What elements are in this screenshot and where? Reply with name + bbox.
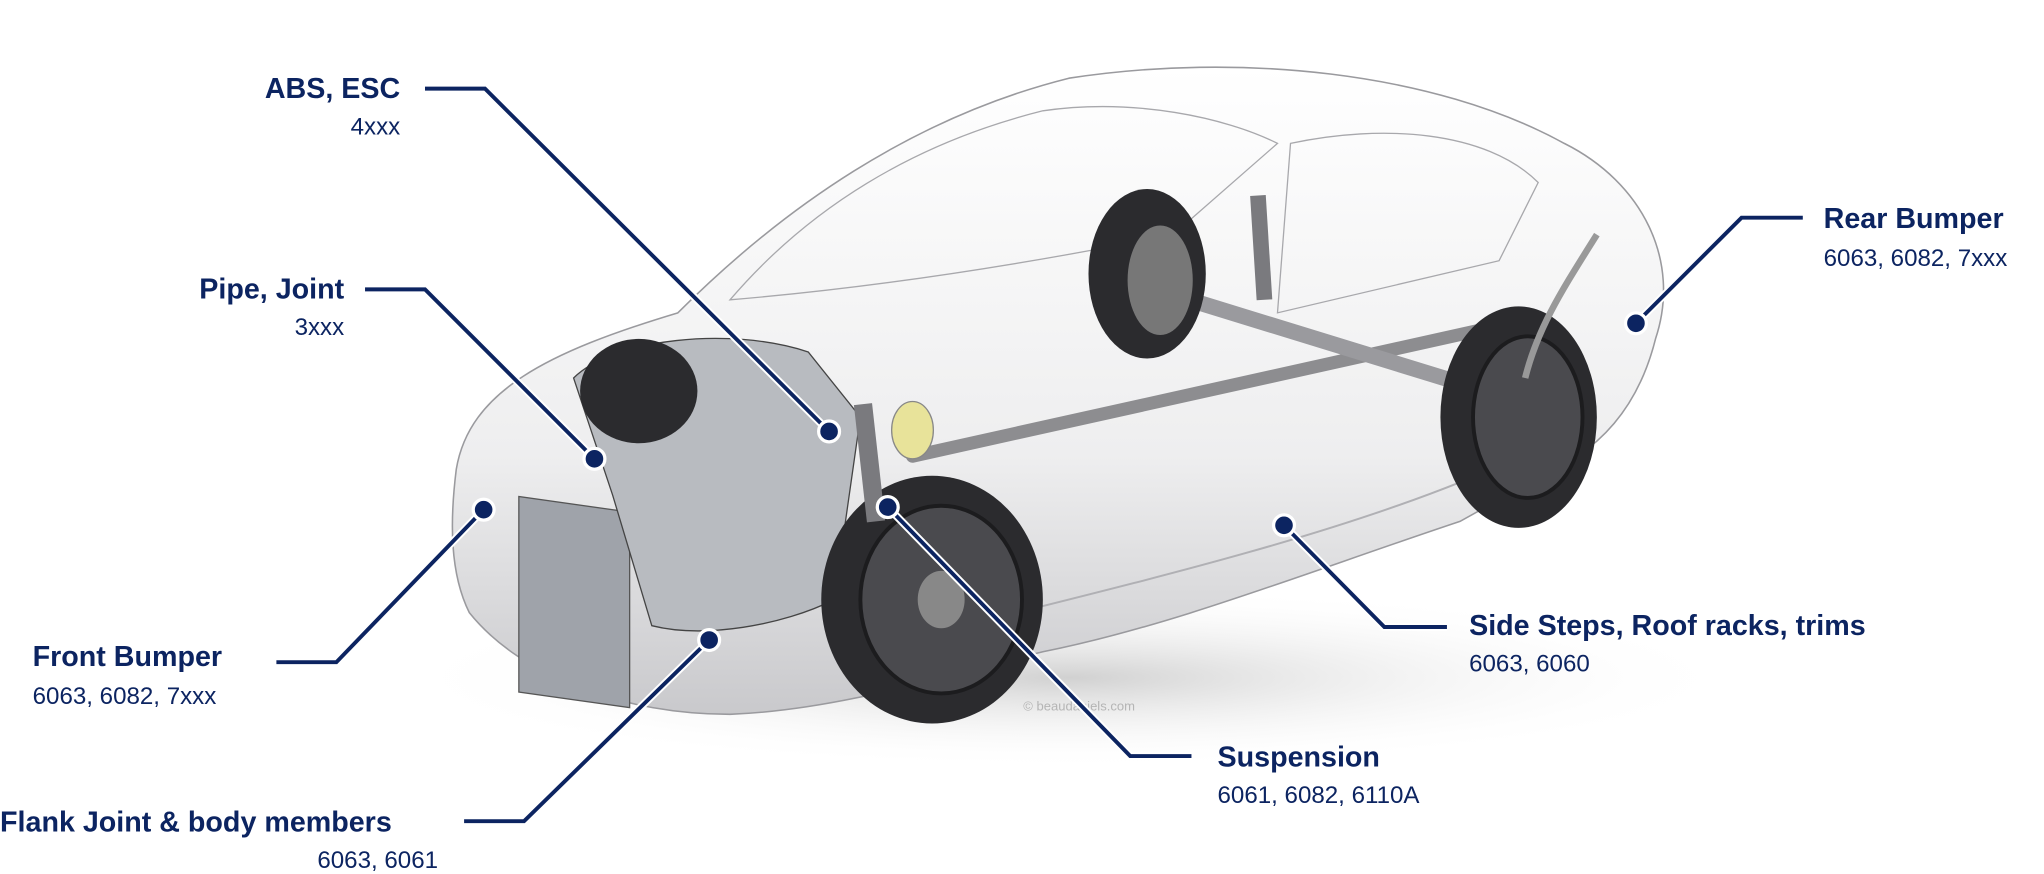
leader-line <box>424 86 831 433</box>
callout-flank-joint: Flank Joint & body members 6063, 6061 <box>0 627 722 874</box>
brake-booster <box>890 400 935 460</box>
callout-alloys: 6063, 6082, 7xxx <box>1824 245 2008 272</box>
rear-strut <box>1250 195 1273 301</box>
callout-alloys: 6061, 6082, 6110A <box>1218 782 1421 809</box>
callout-title: Flank Joint & body members <box>0 807 392 839</box>
drive-shaft <box>905 319 1506 463</box>
callout-abs-esc: ABS, ESC 4xxx <box>265 73 842 444</box>
car-illustration: © beaudaniels.com <box>391 66 1747 770</box>
leader-line <box>276 508 486 665</box>
leader-line <box>886 505 1192 758</box>
front-strut <box>853 403 886 523</box>
marker-dot[interactable] <box>471 497 496 522</box>
marker-dot[interactable] <box>875 495 900 520</box>
callout-suspension: Suspension 6061, 6082, 6110A <box>875 495 1421 809</box>
leader-line <box>1282 523 1447 629</box>
callout-alloys: 6063, 6060 <box>1469 650 1590 677</box>
callout-title: Pipe, Joint <box>199 274 344 306</box>
front-left-wheel <box>580 338 698 444</box>
leader-line <box>464 638 711 824</box>
side-windows <box>1276 132 1539 314</box>
callout-side-steps: Side Steps, Roof racks, trims 6063, 6060 <box>1271 513 1866 677</box>
leader-line <box>365 287 596 461</box>
callout-pipe-joint: Pipe, Joint 3xxx <box>199 274 607 471</box>
exhaust-pipe <box>1521 232 1600 379</box>
radiator <box>518 495 631 709</box>
callout-title: Side Steps, Roof racks, trims <box>1469 610 1866 642</box>
rear-left-hub <box>1127 225 1193 336</box>
callout-alloys: 4xxx <box>351 113 401 140</box>
callout-alloys: 6063, 6061 <box>317 847 438 874</box>
front-right-hub <box>917 570 965 629</box>
rear-right-rim <box>1471 334 1585 500</box>
callout-front-bumper: Front Bumper 6063, 6082, 7xxx <box>33 497 496 710</box>
callout-title: Front Bumper <box>33 641 222 673</box>
sill-line <box>1016 481 1461 614</box>
marker-dot[interactable] <box>1623 311 1649 336</box>
callout-alloys: 6063, 6082, 7xxx <box>33 683 217 710</box>
callout-title: ABS, ESC <box>265 73 400 105</box>
leader-line <box>1634 215 1803 325</box>
marker-dot[interactable] <box>582 446 607 471</box>
callout-title: Suspension <box>1218 741 1380 773</box>
windshield <box>728 106 1279 301</box>
callout-title: Rear Bumper <box>1824 203 2004 235</box>
callout-rear-bumper: Rear Bumper 6063, 6082, 7xxx <box>1623 203 2008 336</box>
marker-dot[interactable] <box>1271 513 1297 538</box>
callout-alloys: 3xxx <box>295 314 345 341</box>
rear-axle <box>1139 278 1494 399</box>
marker-dot[interactable] <box>817 419 842 444</box>
marker-dot[interactable] <box>697 627 722 653</box>
